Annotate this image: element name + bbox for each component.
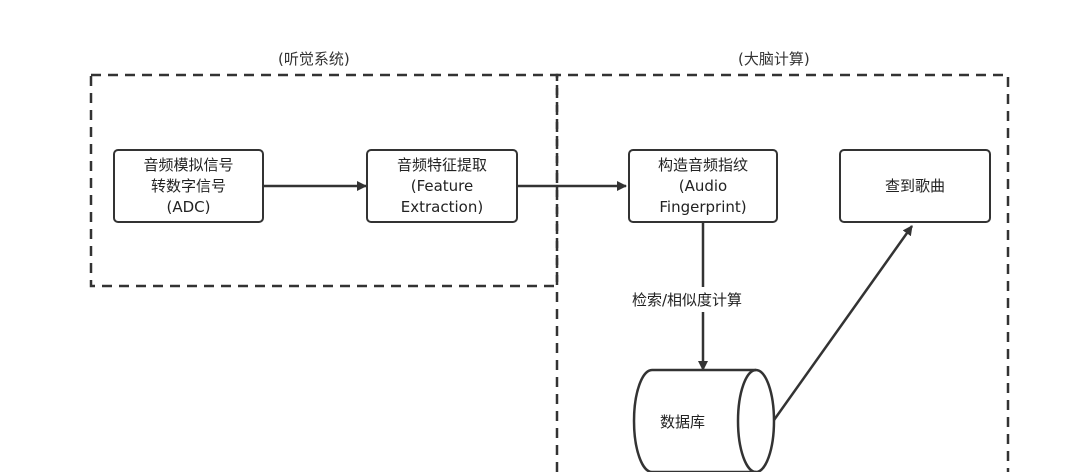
- search-similarity-label: 检索/相似度计算: [629, 287, 746, 312]
- audio-fingerprint-node: 构造音频指纹 (Audio Fingerprint): [628, 149, 778, 223]
- fingerprint-node-line-1: 构造音频指纹: [657, 155, 748, 174]
- auditory-system-frame: [89, 73, 559, 288]
- song-found-node: 查到歌曲: [839, 149, 991, 223]
- feature-node-line-2: (Feature: [410, 176, 474, 195]
- auditory-system-label: (听觉系统): [278, 50, 350, 68]
- brain-computation-label: (大脑计算): [738, 50, 810, 68]
- feature-node-line-3: Extraction): [400, 197, 484, 216]
- brain-computation-frame: [555, 73, 1010, 472]
- song-node-line-1: 查到歌曲: [884, 176, 945, 195]
- adc-node-line-2: 转数字信号: [150, 176, 226, 195]
- database-label: 数据库: [660, 413, 706, 431]
- database-cylinder: [632, 368, 776, 472]
- adc-node-line-1: 音频模拟信号: [143, 155, 234, 174]
- adc-node: 音频模拟信号 转数字信号 (ADC): [113, 149, 264, 223]
- adc-node-line-3: (ADC): [166, 197, 211, 216]
- arrow-database-to-song: [772, 225, 914, 421]
- fingerprint-node-line-3: Fingerprint): [659, 197, 747, 216]
- fingerprint-node-line-2: (Audio: [678, 176, 728, 195]
- feature-extraction-node: 音频特征提取 (Feature Extraction): [366, 149, 518, 223]
- feature-node-line-1: 音频特征提取: [396, 155, 487, 174]
